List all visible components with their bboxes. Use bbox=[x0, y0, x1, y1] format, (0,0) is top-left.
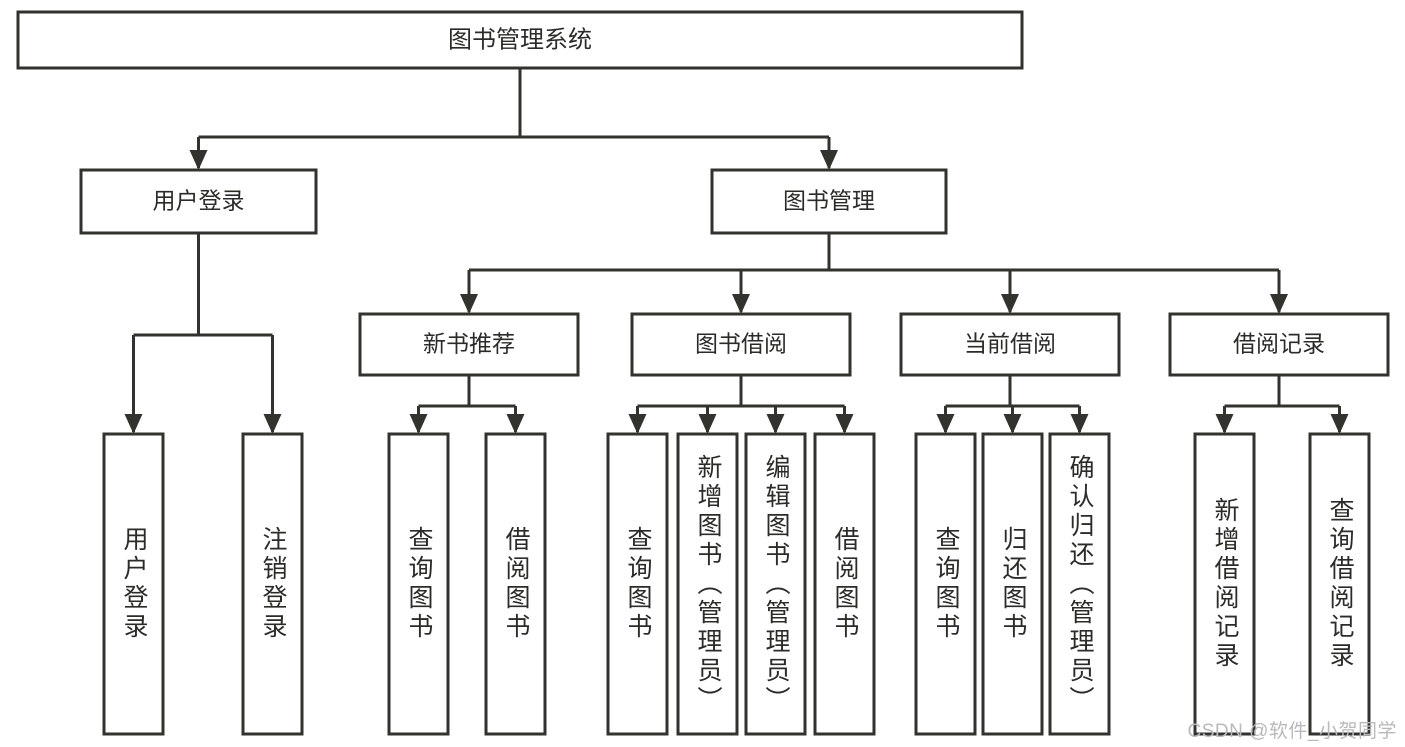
node-leaf-rec-borrow-rect bbox=[484, 432, 547, 736]
arrow-to-new-book-rec bbox=[460, 294, 478, 314]
arrow-to-leaf-rec-query bbox=[409, 414, 428, 434]
arrow-to-leaf-borrow-do bbox=[835, 414, 854, 434]
node-leaf-user-login-rect bbox=[102, 432, 165, 736]
node-leaf-cur-return-rect bbox=[981, 432, 1044, 736]
arrow-to-leaf-cur-query bbox=[936, 414, 955, 434]
node-borrow-record-label: 借阅记录 bbox=[1233, 331, 1325, 357]
csdn-watermark: CSDN @软件_小贺同学 bbox=[1187, 721, 1397, 742]
node-root[interactable] bbox=[16, 10, 1024, 70]
node-user-login-rect bbox=[79, 168, 318, 235]
node-leaf-borrow-add[interactable] bbox=[676, 432, 739, 736]
arrow-to-book-manage bbox=[820, 150, 838, 170]
arrow-to-leaf-borrow-add bbox=[698, 414, 717, 434]
arrow-to-leaf-rec-borrow bbox=[506, 414, 525, 434]
node-leaf-borrow-edit[interactable] bbox=[744, 432, 807, 736]
connector-layer bbox=[124, 68, 1349, 434]
node-book-borrow-rect bbox=[630, 312, 852, 377]
node-leaf-borrow-query-rect bbox=[606, 432, 669, 736]
node-book-manage-rect bbox=[710, 168, 948, 235]
node-leaf-logout-rect bbox=[241, 432, 304, 736]
arrow-to-borrow-record bbox=[1270, 294, 1288, 314]
arrow-to-book-borrow bbox=[732, 294, 750, 314]
node-borrow-record-rect bbox=[1168, 312, 1390, 377]
node-current-borrow[interactable] bbox=[899, 312, 1121, 377]
node-book-manage-label: 图书管理 bbox=[783, 188, 875, 214]
node-leaf-cur-return[interactable] bbox=[981, 432, 1044, 736]
node-leaf-cur-query-rect bbox=[914, 432, 977, 736]
node-leaf-rec-search[interactable] bbox=[1308, 432, 1371, 736]
node-leaf-borrow-query[interactable] bbox=[606, 432, 669, 736]
node-leaf-rec-query-rect bbox=[387, 432, 450, 736]
node-leaf-user-login[interactable] bbox=[102, 432, 165, 736]
node-leaf-borrow-edit-rect bbox=[744, 432, 807, 736]
node-leaf-cur-confirm[interactable] bbox=[1048, 432, 1111, 736]
arrow-to-leaf-borrow-query bbox=[628, 414, 647, 434]
arrow-to-leaf-logout bbox=[263, 414, 282, 434]
arrow-to-leaf-user-login bbox=[124, 414, 143, 434]
node-user-login[interactable] bbox=[79, 168, 318, 235]
node-leaf-logout[interactable] bbox=[241, 432, 304, 736]
node-leaf-rec-add[interactable] bbox=[1193, 432, 1256, 736]
node-root-rect bbox=[16, 10, 1024, 70]
arrow-to-leaf-rec-add bbox=[1215, 414, 1234, 434]
node-new-book-rec-rect bbox=[358, 312, 580, 377]
node-book-borrow[interactable] bbox=[630, 312, 852, 377]
arrow-to-leaf-borrow-edit bbox=[766, 414, 785, 434]
node-root-label: 图书管理系统 bbox=[448, 26, 592, 53]
arrow-to-leaf-cur-return bbox=[1003, 414, 1022, 434]
node-leaf-borrow-do-rect bbox=[813, 432, 876, 736]
node-leaf-rec-query[interactable] bbox=[387, 432, 450, 736]
node-new-book-rec-label: 新书推荐 bbox=[423, 331, 515, 357]
arrow-to-leaf-cur-confirm bbox=[1070, 414, 1089, 434]
node-leaf-borrow-add-rect bbox=[676, 432, 739, 736]
node-leaf-cur-confirm-rect bbox=[1048, 432, 1111, 736]
node-borrow-record[interactable] bbox=[1168, 312, 1390, 377]
arrow-to-current-borrow bbox=[1001, 294, 1019, 314]
node-current-borrow-rect bbox=[899, 312, 1121, 377]
node-leaf-cur-query[interactable] bbox=[914, 432, 977, 736]
arrow-to-user-login bbox=[189, 150, 208, 170]
node-new-book-rec[interactable] bbox=[358, 312, 580, 377]
node-book-manage[interactable] bbox=[710, 168, 948, 235]
node-book-borrow-label: 图书借阅 bbox=[695, 331, 787, 357]
node-leaf-rec-borrow[interactable] bbox=[484, 432, 547, 736]
node-user-login-label: 用户登录 bbox=[153, 188, 245, 214]
node-leaf-rec-add-rect bbox=[1193, 432, 1256, 736]
node-leaf-rec-search-rect bbox=[1308, 432, 1371, 736]
node-current-borrow-label: 当前借阅 bbox=[964, 331, 1056, 357]
arrow-to-leaf-rec-search bbox=[1330, 414, 1349, 434]
node-leaf-borrow-do[interactable] bbox=[813, 432, 876, 736]
